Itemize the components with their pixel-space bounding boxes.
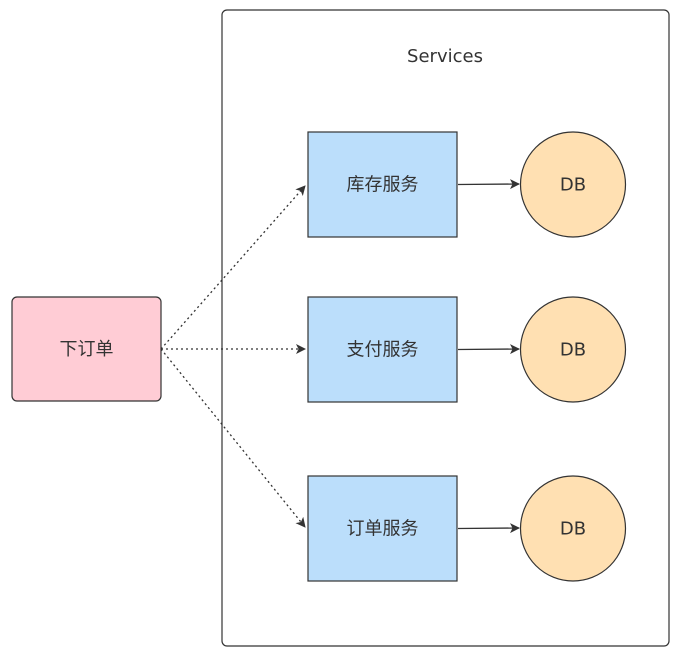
edge-order-to-inventory <box>160 185 306 350</box>
edge-service-to-db <box>457 179 520 190</box>
db-node <box>519 475 627 582</box>
db-node <box>519 296 627 403</box>
db-label: DB <box>560 175 586 196</box>
service-label: 库存服务 <box>347 175 419 196</box>
service-label: 支付服务 <box>347 340 419 361</box>
service-box <box>307 296 458 403</box>
service-row-payment: 支付服务 DB <box>307 296 627 403</box>
service-box <box>307 475 458 582</box>
service-label: 订单服务 <box>347 519 419 540</box>
edge-service-to-db <box>457 344 520 355</box>
service-box <box>307 131 458 238</box>
order-node-label: 下订单 <box>60 339 114 360</box>
order-node: 下订单 <box>11 296 162 402</box>
edge-order-to-order-service <box>160 348 306 528</box>
db-label: DB <box>560 340 586 361</box>
db-label: DB <box>560 519 586 540</box>
service-row-order: 订单服务 DB <box>307 475 627 582</box>
services-group-label: Services <box>407 46 483 67</box>
db-node <box>519 131 627 238</box>
service-row-inventory: 库存服务 DB <box>307 131 627 238</box>
edge-service-to-db <box>457 523 520 534</box>
order-edges <box>160 185 306 528</box>
